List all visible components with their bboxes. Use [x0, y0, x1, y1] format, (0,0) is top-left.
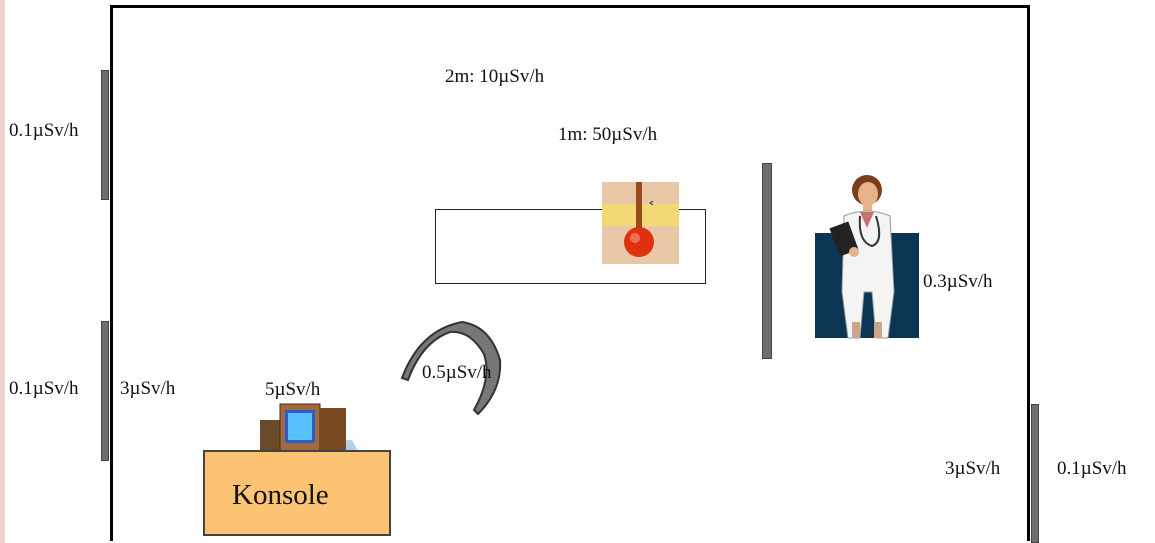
console-box [203, 450, 391, 536]
left-wall-shield-lower [101, 321, 109, 461]
dose-label-curved-shield: 0.5µSv/h [422, 362, 492, 383]
radioactive-source-icon [602, 182, 679, 264]
page-edge-strip [0, 0, 5, 543]
dose-label-console: 5µSv/h [265, 379, 321, 400]
left-wall-shield-upper [101, 70, 109, 200]
dose-label-right-wall-outside: 0.1µSv/h [1057, 458, 1127, 479]
curved-lead-shield-icon [400, 320, 502, 416]
dose-label-left-wall-lower: 0.1µSv/h [9, 378, 79, 399]
doctor-icon [829, 175, 895, 339]
room-outline [110, 5, 1030, 541]
dose-label-left-wall-upper: 0.1µSv/h [9, 120, 79, 141]
dose-label-2m: 2m: 10µSv/h [445, 66, 545, 87]
right-wall-shield [1031, 404, 1039, 543]
mobile-shield-panel [762, 163, 772, 359]
dose-label-right-wall-inside: 3µSv/h [945, 458, 1001, 479]
dose-label-left-inside: 3µSv/h [120, 378, 176, 399]
dose-label-right-shield: 0.3µSv/h [923, 271, 993, 292]
console-label: Konsole [232, 479, 329, 511]
dose-label-1m: 1m: 50µSv/h [558, 124, 658, 145]
